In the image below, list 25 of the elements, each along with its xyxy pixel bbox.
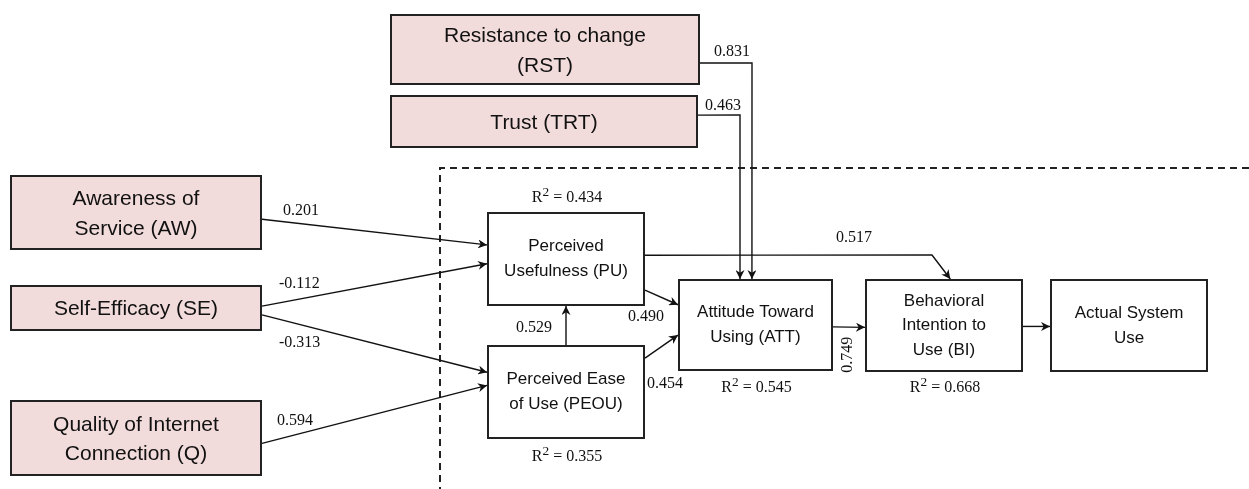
arrow xyxy=(644,289,679,306)
arrow xyxy=(261,383,488,444)
arrow xyxy=(261,314,488,375)
arrow xyxy=(261,218,488,249)
arrow xyxy=(644,334,679,359)
factor-box: Resistance to change (RST) xyxy=(390,14,700,85)
arrow xyxy=(261,260,488,307)
construct-box: Perceived Ease of Use (PEOU) xyxy=(487,345,645,439)
arrow xyxy=(699,62,757,280)
arrow xyxy=(832,322,866,332)
arrow xyxy=(697,114,745,280)
factor-box: Awareness of Service (AW) xyxy=(10,175,262,250)
construct-box: Behavioral Intention to Use (BI) xyxy=(865,279,1023,372)
arrow xyxy=(644,254,952,280)
arrow xyxy=(1022,321,1051,331)
factor-box: Trust (TRT) xyxy=(390,95,698,148)
r-squared-label: R$^{2}$ = 0.355 xyxy=(530,444,604,465)
factor-box: Self-Efficacy (SE) xyxy=(10,285,262,331)
r-squared-label: R$^{2}$ = 0.434 xyxy=(530,185,604,206)
arrow xyxy=(561,305,571,346)
construct-box: Perceived Usefulness (PU) xyxy=(487,212,645,306)
r-squared-label: R$^{2}$ = 0.668 xyxy=(908,375,982,396)
construct-box: Attitude Toward Using (ATT) xyxy=(678,279,833,371)
factor-box: Quality of Internet Connection (Q) xyxy=(10,400,262,476)
construct-box: Actual System Use xyxy=(1050,279,1208,372)
